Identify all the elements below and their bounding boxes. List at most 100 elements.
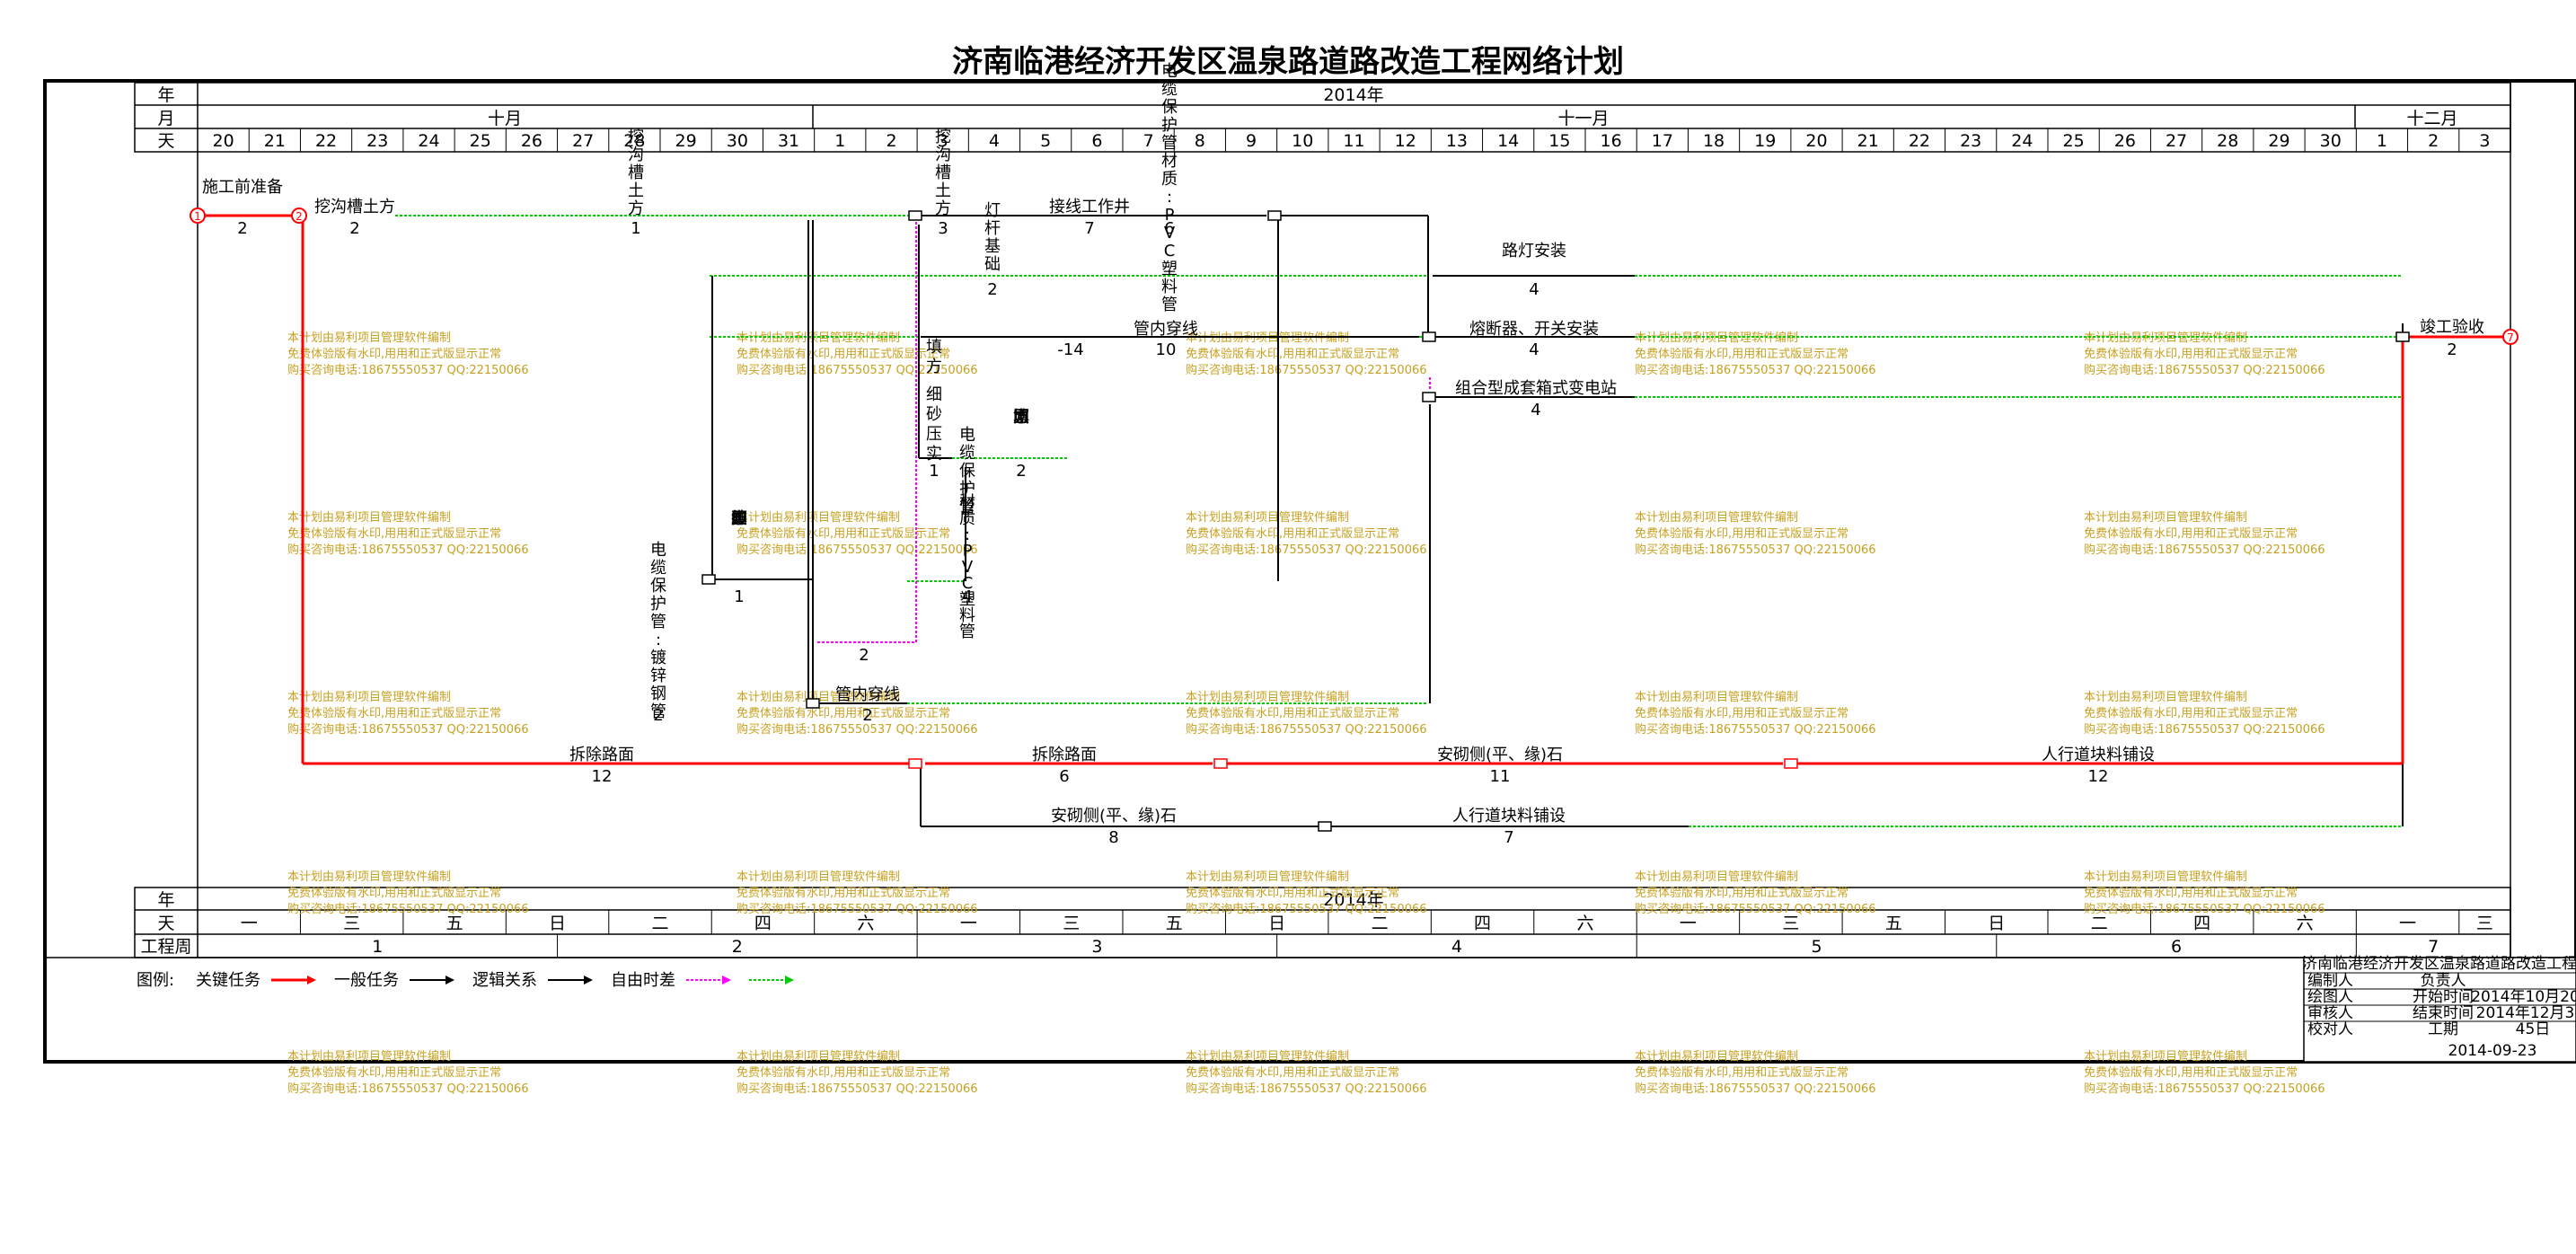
svg-text:础: 础 (984, 255, 1001, 274)
svg-text::: : (1167, 188, 1172, 207)
svg-text:购买咨询电话:18675550537 QQ:22150066: 购买咨询电话:18675550537 QQ:22150066 (737, 722, 978, 737)
svg-text:P: P (1165, 206, 1175, 225)
svg-text:实: 实 (731, 509, 747, 528)
footer-weekday: 五 (1885, 914, 1902, 933)
header-day: 2 (886, 131, 896, 151)
svg-text:本计划由易利项目管理软件编制: 本计划由易利项目管理软件编制 (1186, 870, 1349, 884)
svg-text:免费体验版有水印,用用和正式版显示正常: 免费体验版有水印,用用和正式版显示正常 (2084, 706, 2298, 720)
watermark: 本计划由易利项目管理软件编制免费体验版有水印,用用和正式版显示正常购买咨询电话:… (2084, 870, 2325, 916)
svg-text:C: C (962, 574, 974, 593)
svg-text:购买咨询电话:18675550537 QQ:22150066: 购买咨询电话:18675550537 QQ:22150066 (737, 902, 978, 916)
task-duration: 2 (2447, 340, 2457, 359)
header-day: 19 (1754, 131, 1776, 151)
svg-text:45日: 45日 (2516, 1020, 2551, 1038)
header-month-label: 月 (157, 109, 174, 128)
svg-text:料: 料 (959, 606, 975, 625)
svg-text:C: C (1164, 242, 1176, 261)
svg-text:本计划由易利项目管理软件编制: 本计划由易利项目管理软件编制 (1635, 511, 1798, 525)
header-day: 7 (1143, 131, 1154, 151)
header-day: 13 (1446, 131, 1468, 151)
svg-text:7: 7 (2507, 331, 2514, 344)
task-duration: 4 (1529, 280, 1539, 299)
svg-text:管: 管 (1161, 134, 1178, 153)
svg-text:管: 管 (650, 613, 666, 631)
task-label: 熔断器、开关安装 (1469, 320, 1599, 339)
svg-text:杆: 杆 (984, 219, 1001, 238)
svg-text:2014年12月3日: 2014年12月3日 (2476, 1004, 2576, 1022)
footer-weekday-cells: 一三五日二四六一三五日二四六一三五日二四六一三 (197, 910, 2493, 934)
footer-weekday: 五 (1166, 914, 1183, 933)
svg-text:挖: 挖 (935, 128, 951, 146)
svg-text:购买咨询电话:18675550537 QQ:22150066: 购买咨询电话:18675550537 QQ:22150066 (287, 722, 529, 737)
svg-text:电: 电 (1161, 62, 1178, 81)
svg-text:电: 电 (650, 541, 666, 560)
footer-weekday: 四 (754, 914, 772, 933)
task-duration: 2 (987, 280, 997, 299)
header-day: 31 (778, 131, 799, 151)
footer-weekday: 四 (2193, 914, 2210, 933)
watermark: 本计划由易利项目管理软件编制免费体验版有水印,用用和正式版显示正常购买咨询电话:… (1186, 511, 1427, 557)
footer-weekday: 三 (343, 914, 360, 933)
header-day: 30 (2320, 131, 2342, 151)
svg-text:免费体验版有水印,用用和正式版显示正常: 免费体验版有水印,用用和正式版显示正常 (1186, 526, 1399, 541)
header-day: 24 (2011, 131, 2033, 151)
watermark: 本计划由易利项目管理软件编制免费体验版有水印,用用和正式版显示正常购买咨询电话:… (1635, 691, 1876, 737)
footer-weekday: 四 (1474, 914, 1491, 933)
svg-text:免费体验版有水印,用用和正式版显示正常: 免费体验版有水印,用用和正式版显示正常 (2084, 1065, 2298, 1080)
watermark: 本计划由易利项目管理软件编制免费体验版有水印,用用和正式版显示正常购买咨询电话:… (2084, 1050, 2325, 1096)
event-node-start: 1 (190, 208, 206, 224)
svg-text:购买咨询电话:18675550537 QQ:22150066: 购买咨询电话:18675550537 QQ:22150066 (1635, 1082, 1876, 1096)
header-day: 14 (1497, 131, 1519, 151)
task-duration: 2 (862, 706, 872, 725)
header-year-label: 年 (157, 85, 174, 105)
header-day: 18 (1703, 131, 1725, 151)
svg-text:本计划由易利项目管理软件编制: 本计划由易利项目管理软件编制 (1635, 1050, 1798, 1064)
svg-text:本计划由易利项目管理软件编制: 本计划由易利项目管理软件编制 (287, 511, 451, 525)
watermark: 本计划由易利项目管理软件编制免费体验版有水印,用用和正式版显示正常购买咨询电话:… (1186, 331, 1427, 377)
header-day: 29 (2268, 131, 2289, 151)
svg-text:校对人: 校对人 (2307, 1020, 2353, 1038)
svg-text:镀: 镀 (650, 649, 666, 667)
svg-text:护: 护 (650, 595, 666, 614)
svg-text:锌: 锌 (650, 667, 666, 685)
svg-text:本计划由易利项目管理软件编制: 本计划由易利项目管理软件编制 (1186, 1050, 1349, 1064)
svg-text:方: 方 (731, 509, 747, 528)
svg-text:本计划由易利项目管理软件编制: 本计划由易利项目管理软件编制 (737, 1050, 900, 1064)
vertical-task-labels: 挖沟槽土方挖沟槽土方电缆保护管材质:PVC塑料管灯杆基础填方细砂压实电缆保护管材… (628, 62, 1178, 721)
svg-text:购买咨询电话:18675550537 QQ:22150066: 购买咨询电话:18675550537 QQ:22150066 (2084, 543, 2325, 557)
title-block-row: 绘图人开始时间2014年10月20日 (2304, 988, 2576, 1006)
footer-week: 1 (372, 937, 383, 957)
task-label: 2 (859, 646, 869, 665)
svg-text:填: 填 (1013, 408, 1029, 427)
svg-text:本计划由易利项目管理软件编制: 本计划由易利项目管理软件编制 (737, 511, 900, 525)
header-day: 17 (1652, 131, 1673, 151)
svg-text:负责人: 负责人 (2421, 972, 2466, 990)
watermark: 本计划由易利项目管理软件编制免费体验版有水印,用用和正式版显示正常购买咨询电话:… (287, 870, 529, 916)
watermark: 本计划由易利项目管理软件编制免费体验版有水印,用用和正式版显示正常购买咨询电话:… (1635, 511, 1876, 557)
task-label: 拆除路面 (569, 746, 634, 764)
timescale-footer (45, 887, 2576, 958)
watermark: 本计划由易利项目管理软件编制免费体验版有水印,用用和正式版显示正常购买咨询电话:… (287, 691, 529, 737)
svg-text:灯: 灯 (984, 201, 1001, 220)
svg-text:本计划由易利项目管理软件编制: 本计划由易利项目管理软件编制 (287, 331, 451, 345)
watermark: 本计划由易利项目管理软件编制免费体验版有水印,用用和正式版显示正常购买咨询电话:… (287, 331, 529, 377)
svg-text:购买咨询电话:18675550537 QQ:22150066: 购买咨询电话:18675550537 QQ:22150066 (1635, 902, 1876, 916)
svg-text:免费体验版有水印,用用和正式版显示正常: 免费体验版有水印,用用和正式版显示正常 (1635, 886, 1848, 900)
svg-text:编制人: 编制人 (2307, 972, 2353, 990)
header-day: 3 (2479, 131, 2490, 151)
svg-text:塑: 塑 (1161, 260, 1178, 278)
header-day: 4 (989, 131, 1000, 151)
svg-text:缆: 缆 (650, 559, 666, 578)
header-day: 16 (1601, 131, 1622, 151)
title-block-date: 2014-09-23 (2448, 1042, 2537, 1060)
task-duration: 2 (1016, 462, 1026, 481)
header-day: 12 (1395, 131, 1416, 151)
svg-text:方: 方 (935, 199, 951, 218)
legend-item: 自由时差 (611, 971, 731, 990)
svg-text:塑: 塑 (959, 590, 975, 609)
footer-weekday: 日 (549, 914, 566, 933)
svg-text:材: 材 (1161, 152, 1178, 171)
